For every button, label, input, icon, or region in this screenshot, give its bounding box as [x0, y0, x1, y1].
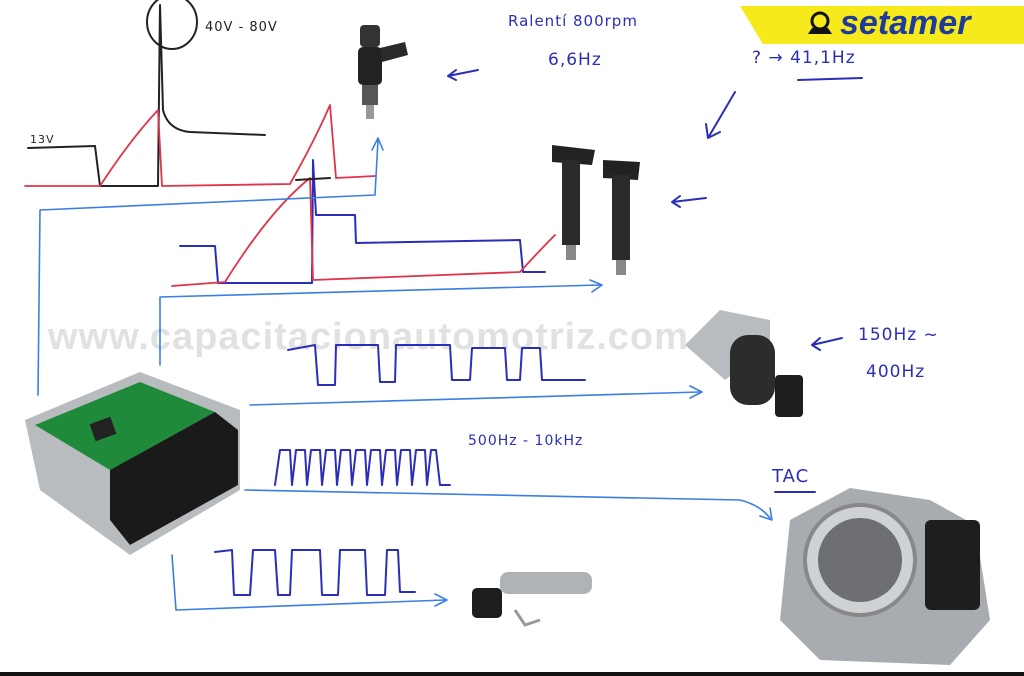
logo-banner: [740, 6, 1024, 44]
coil-current-trace: [171, 177, 556, 287]
signal-line-injector: [37, 139, 379, 396]
throttle-label: TAC: [772, 466, 810, 487]
pwm-range-label: 500Hz - 10kHz: [468, 433, 584, 449]
injector-current-trace: [24, 104, 376, 187]
pwm-wave-tac: [274, 449, 451, 486]
vvt-solenoid-image: [472, 572, 592, 627]
peak-circle: [146, 0, 198, 50]
battery-voltage-label: 13V: [30, 133, 55, 146]
pwm-wave-iac: [287, 344, 586, 386]
iac-frequency-low-label: 150Hz ~: [858, 325, 939, 345]
arrow-to-coil: [671, 195, 707, 208]
ignition-coil-image: [552, 145, 640, 275]
watermark: www.capacitacionautomotriz.com: [48, 316, 689, 358]
bottom-border: [0, 672, 1024, 676]
signal-line-tac: [244, 489, 771, 519]
iac-frequency-high-label: 400Hz: [866, 362, 926, 382]
idle-rpm-label: Ralentí 800rpm: [508, 12, 638, 30]
peak-voltage-label: 40V - 80V: [205, 20, 278, 35]
arrow-down-coil: [705, 91, 736, 139]
arrow-to-injector: [447, 69, 479, 81]
brand-logo: setamer: [840, 4, 971, 42]
coil-voltage-trace: [179, 159, 546, 284]
magnifier-car-icon: [808, 11, 832, 34]
injector-frequency-label: 6,6Hz: [548, 50, 602, 70]
coil-frequency-label: ? → 41,1Hz: [752, 48, 856, 68]
signal-line-solenoid: [171, 554, 446, 611]
ecu-image: [25, 372, 240, 555]
idle-air-control-valve-image: [685, 310, 803, 417]
pwm-wave-solenoid: [214, 549, 416, 596]
fuel-injector-image: [358, 25, 408, 119]
injector-voltage-trace: [27, 4, 266, 187]
arrow-to-iac: [811, 337, 843, 351]
signal-line-coil: [159, 284, 601, 366]
throttle-body-image: [780, 488, 990, 665]
signal-line-iac: [249, 391, 701, 406]
